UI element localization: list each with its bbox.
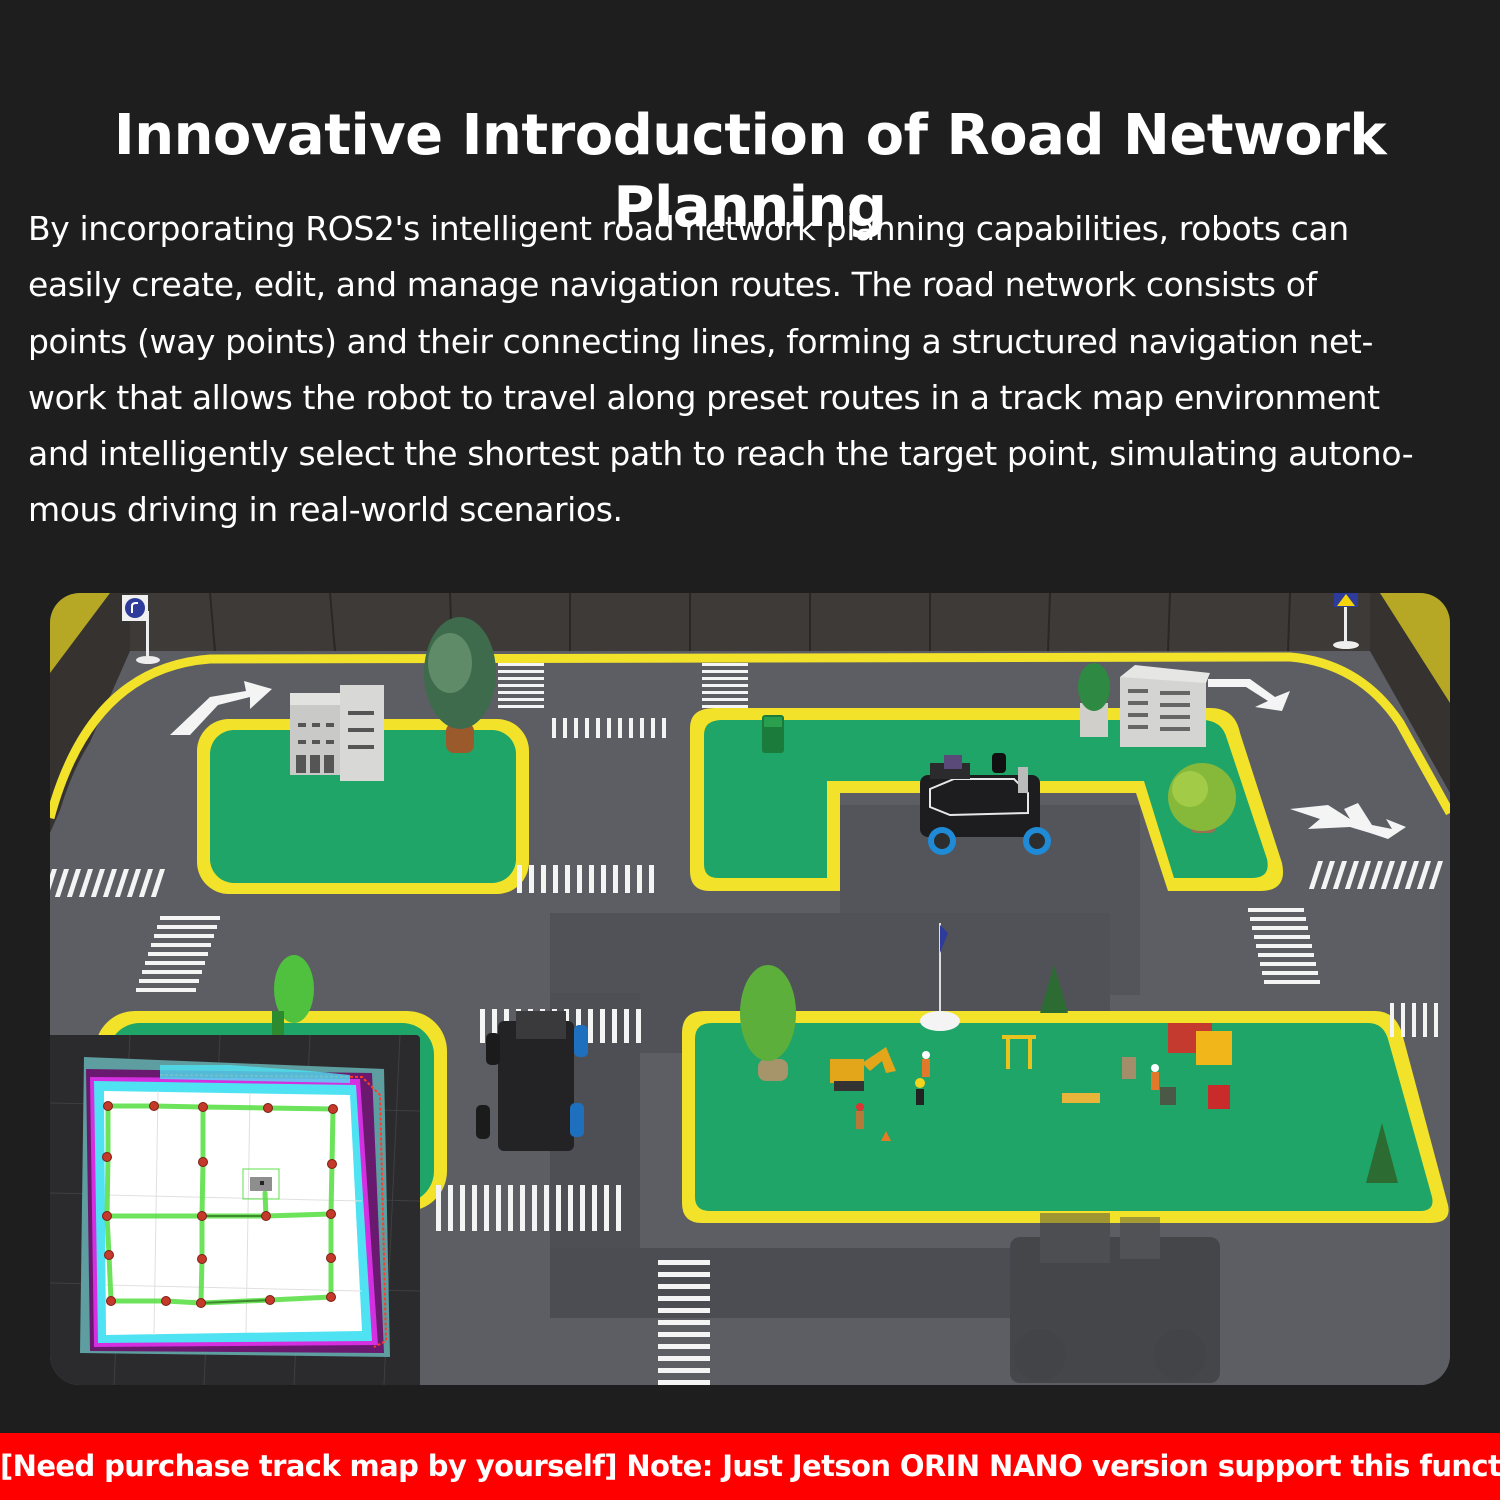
robot-car-icon bbox=[920, 753, 1051, 855]
road-network-map-inset bbox=[50, 1035, 420, 1385]
goal-flag-icon bbox=[920, 923, 960, 1031]
turn-right-sign-icon bbox=[122, 595, 160, 664]
tree-icon bbox=[272, 955, 314, 1037]
robot-footprint-icon bbox=[242, 1168, 280, 1200]
track-map-photo bbox=[50, 593, 1450, 1385]
turn-arrow-icon bbox=[170, 679, 1406, 839]
pedestrian-warning-sign-icon bbox=[1333, 593, 1359, 649]
description-line: By incorporating ROS2's intelligent road… bbox=[28, 209, 1349, 248]
cactus-plant-icon bbox=[1078, 663, 1110, 737]
bush-icon bbox=[1168, 763, 1236, 833]
purchase-note-banner: [Need purchase track map by yourself] No… bbox=[0, 1433, 1500, 1500]
waypoint-markers bbox=[102, 1101, 338, 1308]
tree-icon bbox=[740, 965, 796, 1081]
description-line: and intelligently select the shortest pa… bbox=[28, 434, 1414, 474]
description-line: work that allows the robot to travel alo… bbox=[28, 377, 1380, 417]
tree-icon bbox=[424, 617, 496, 753]
description-line: easily create, edit, and manage navigati… bbox=[28, 265, 1317, 305]
robot-car-icon bbox=[1010, 1213, 1220, 1383]
pine-tree-icon bbox=[1040, 965, 1398, 1183]
building-left bbox=[290, 685, 384, 781]
description-paragraph: By incorporating ROS2's intelligent road… bbox=[28, 201, 1478, 539]
description-line: points (way points) and their connecting… bbox=[28, 321, 1373, 361]
road-network-map-illustration bbox=[50, 1035, 420, 1385]
garbage-truck-icon bbox=[762, 715, 784, 753]
page-title: Innovative Introduction of Road Network … bbox=[113, 103, 1387, 240]
construction-toys bbox=[830, 1023, 1232, 1141]
building-right bbox=[1120, 665, 1210, 747]
description-line: mous driving in real-world scenarios. bbox=[28, 490, 623, 530]
robot-car-icon bbox=[476, 1011, 588, 1151]
